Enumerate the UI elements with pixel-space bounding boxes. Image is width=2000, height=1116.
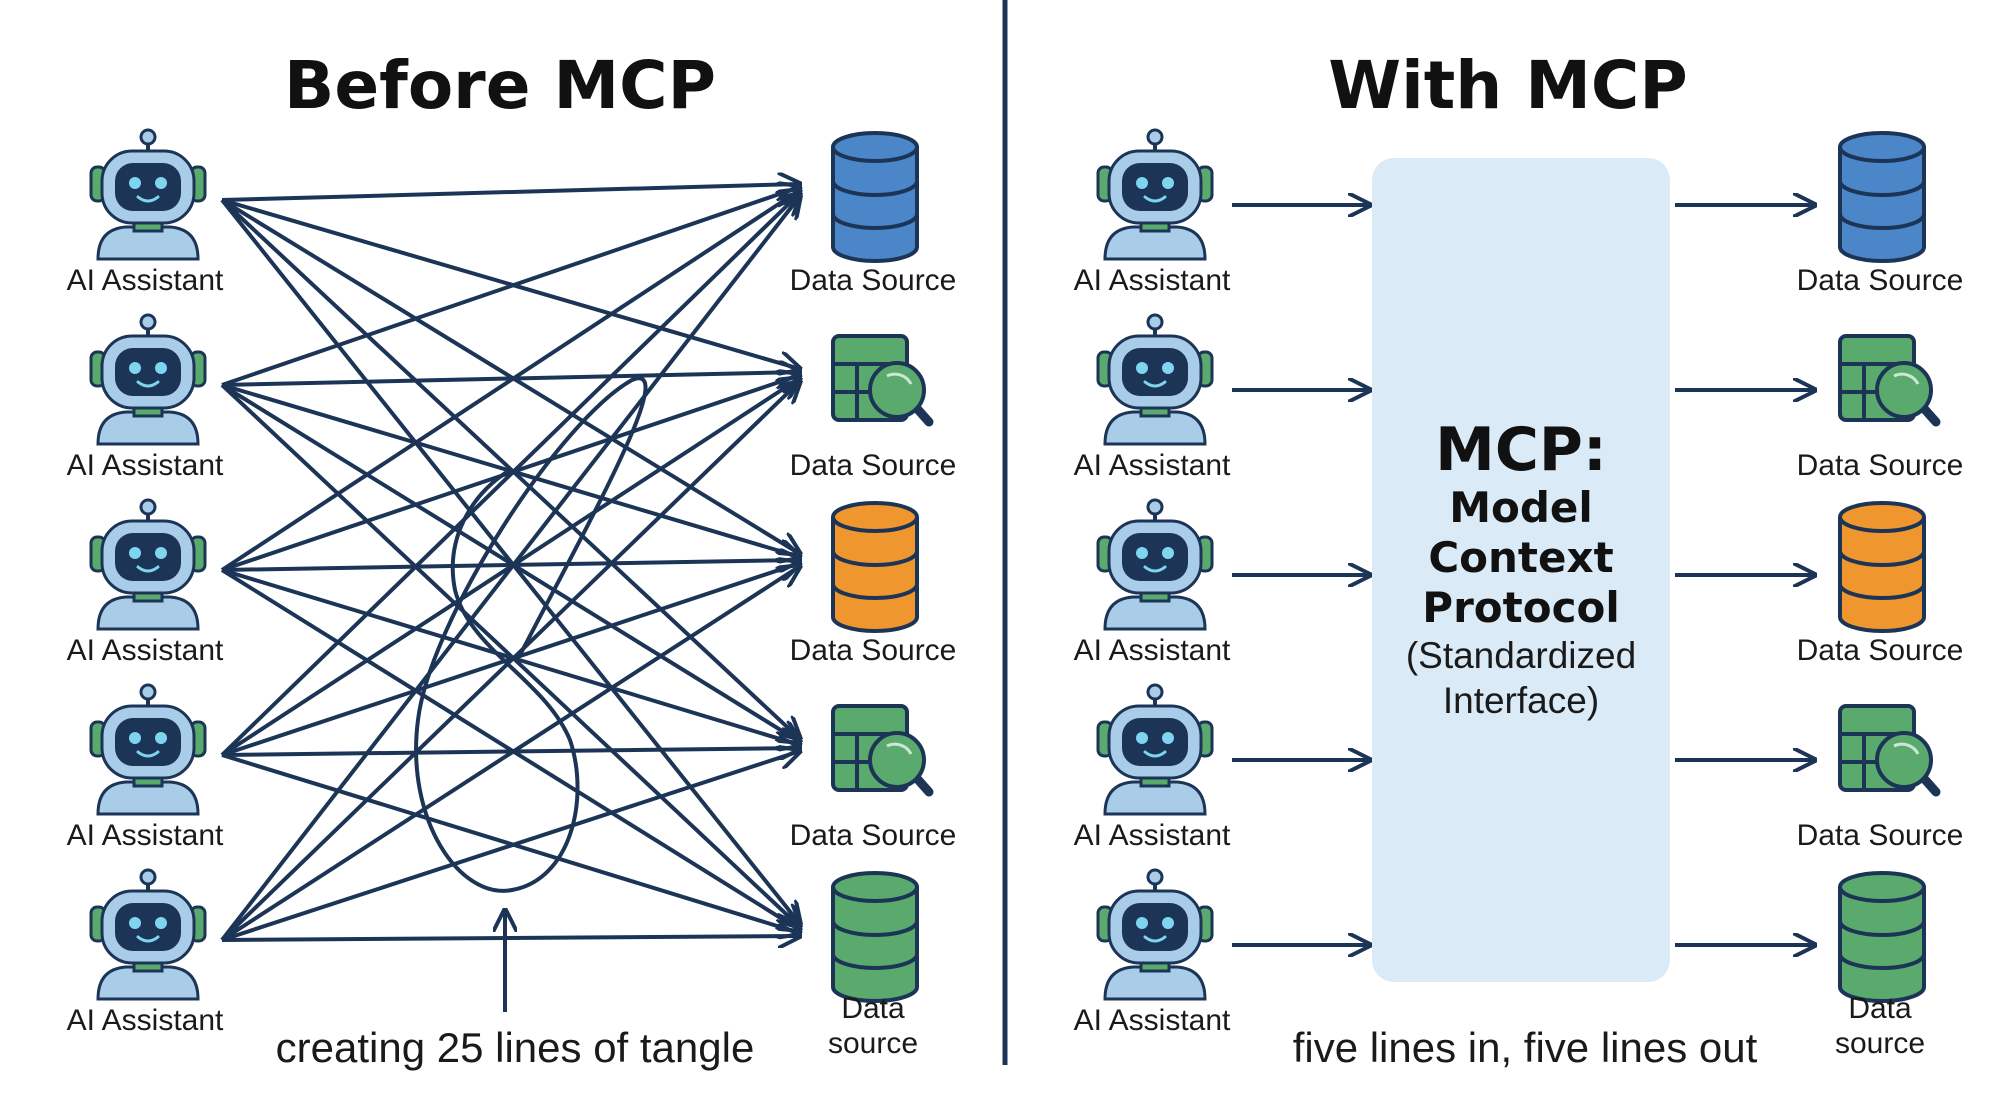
robot-icon [1096, 128, 1214, 261]
connection-arrow [221, 751, 800, 942]
mcp-hub: MCP:ModelContextProtocol(StandardizedInt… [1372, 158, 1670, 982]
source-label: Data [1848, 992, 1912, 1025]
source-label: Data Source [1797, 264, 1964, 297]
database-icon [1838, 501, 1926, 633]
table-search-icon [1838, 704, 1941, 797]
robot-icon [89, 313, 207, 446]
robot-icon [89, 498, 207, 631]
assistant-label: AI Assistant [67, 264, 224, 297]
connection-arrow [220, 381, 800, 942]
connection-arrow [220, 193, 800, 757]
assistant-label: AI Assistant [67, 819, 224, 852]
source-label: Data Source [1797, 449, 1964, 482]
source-label: Data Source [1797, 634, 1964, 667]
assistant-label: AI Assistant [67, 634, 224, 667]
tangle-scribble [414, 376, 648, 893]
table-search-icon [831, 704, 934, 797]
panel-title: With MCP [1328, 47, 1687, 124]
robot-icon [89, 868, 207, 1001]
source-label: Data [841, 992, 905, 1025]
assistant-label: AI Assistant [67, 449, 224, 482]
connection-arrow [221, 936, 800, 940]
tangle-caption: creating 25 lines of tangle [276, 1024, 755, 1071]
robot-icon [1096, 313, 1214, 446]
mcp-hub-title: MCP: [1435, 415, 1607, 485]
database-icon [831, 501, 919, 633]
robot-icon [1096, 683, 1214, 816]
panel-title: Before MCP [284, 47, 716, 124]
assistant-label: AI Assistant [1074, 264, 1231, 297]
source-label: source [828, 1027, 918, 1060]
assistant-label: AI Assistant [1074, 1004, 1231, 1037]
mcp-hub-subtitle-line: Interface) [1443, 680, 1599, 721]
database-icon [1838, 871, 1926, 1003]
database-icon [831, 131, 919, 263]
robot-icon [89, 683, 207, 816]
source-label: source [1835, 1027, 1925, 1060]
database-icon [831, 871, 919, 1003]
mcp-hub-subtitle-line: (Standardized [1406, 635, 1636, 676]
source-label: Data Source [790, 449, 957, 482]
assistant-label: AI Assistant [1074, 634, 1231, 667]
connection-arrow [221, 184, 800, 202]
source-label: Data Source [790, 819, 957, 852]
connection-arrow [220, 566, 800, 942]
connection-tangle [220, 184, 800, 942]
robot-icon [1096, 498, 1214, 631]
database-icon [1838, 131, 1926, 263]
mcp-hub-name-line: Protocol [1422, 583, 1619, 632]
assistant-label: AI Assistant [1074, 819, 1231, 852]
with-mcp-panel: With MCP MCP:ModelContextProtocol(Standar… [1074, 47, 1964, 1071]
robot-icon [89, 128, 207, 261]
before-mcp-panel: Before MCP AI Assistant AI Assistant AI Ass… [67, 47, 957, 1071]
mcp-hub-name-line: Context [1428, 533, 1613, 582]
table-search-icon [831, 334, 934, 427]
table-search-icon [1838, 334, 1941, 427]
connection-arrow [221, 187, 800, 387]
assistant-label: AI Assistant [67, 1004, 224, 1037]
source-label: Data Source [790, 264, 957, 297]
connection-arrow [220, 190, 800, 572]
mcp-hub-box [1372, 158, 1670, 982]
mcp-caption: five lines in, five lines out [1293, 1024, 1758, 1071]
source-label: Data Source [790, 634, 957, 667]
assistant-label: AI Assistant [1074, 449, 1231, 482]
robot-icon [1096, 868, 1214, 1001]
mcp-hub-name-line: Model [1449, 483, 1593, 532]
source-label: Data Source [1797, 819, 1964, 852]
connection-arrow [220, 196, 800, 942]
